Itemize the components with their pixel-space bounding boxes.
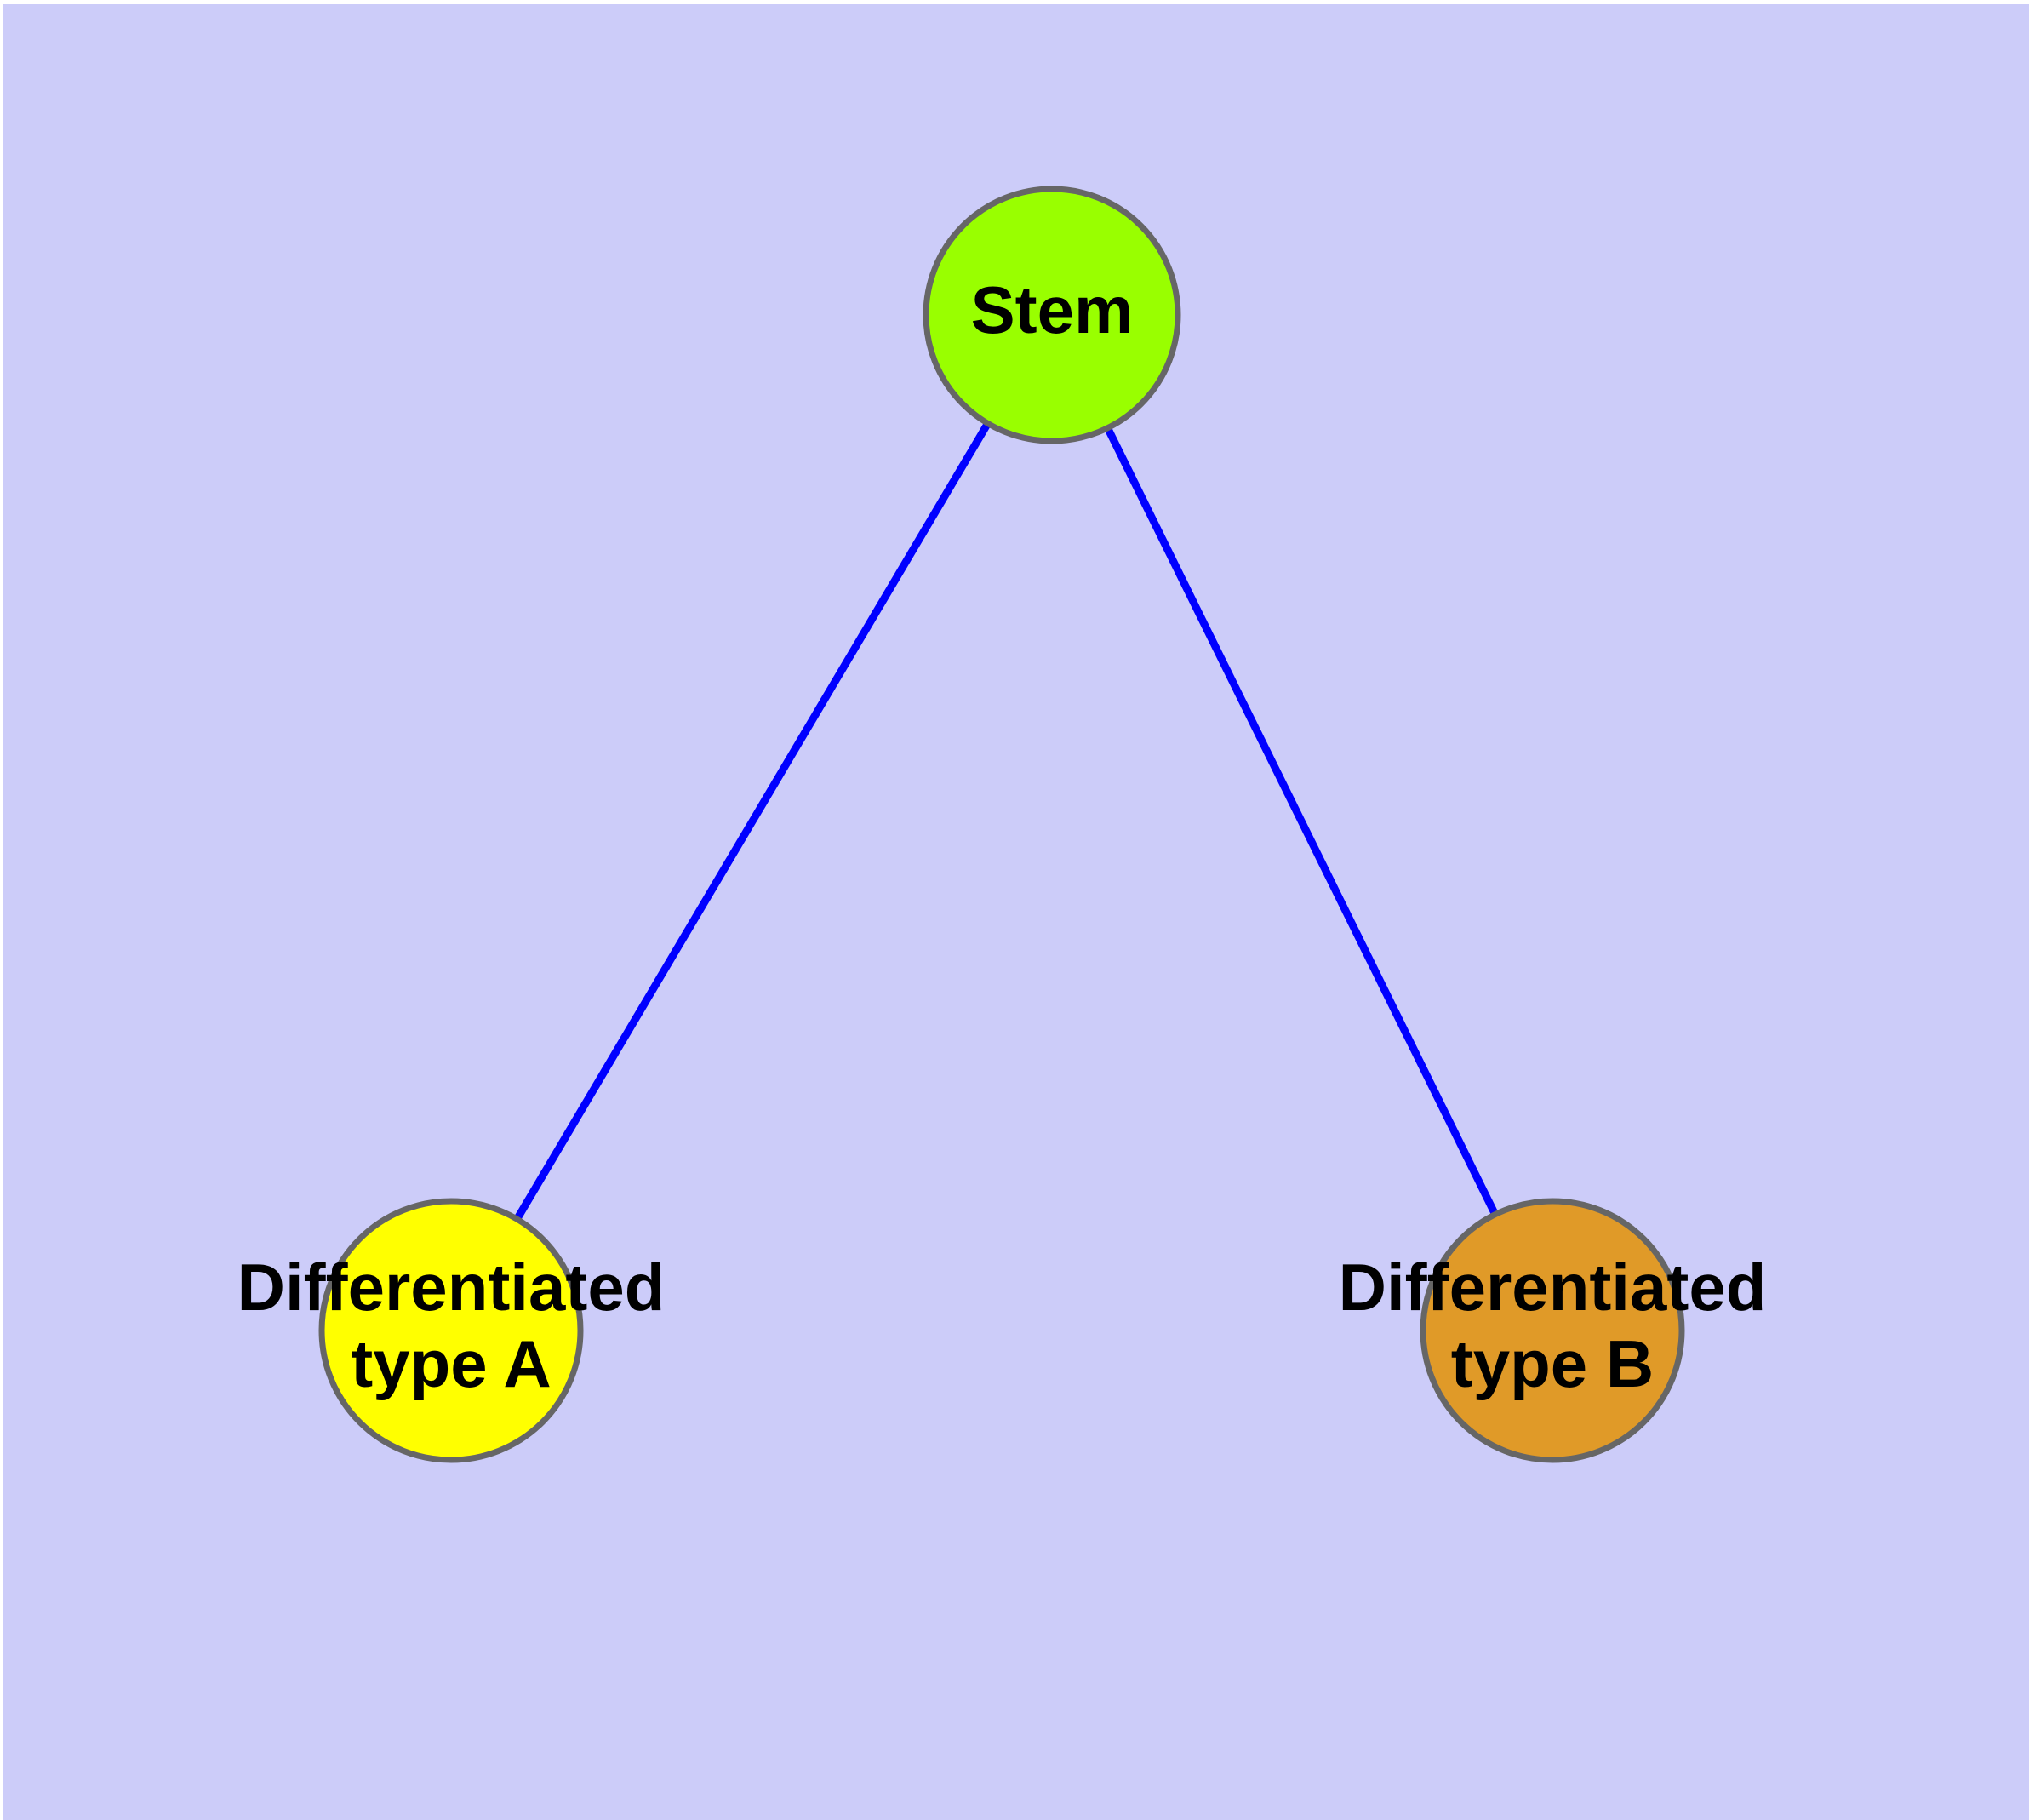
label-line: Stem	[971, 272, 1134, 347]
edge-layer	[448, 312, 1557, 1333]
node-differentiated-type-b-circle[interactable]	[1420, 1198, 1685, 1463]
node-differentiated-type-a-circle[interactable]	[318, 1198, 584, 1463]
label-line: Differentiated	[1339, 1249, 1767, 1324]
edge-stem-to-differentiated-type-a[interactable]	[448, 312, 1055, 1333]
node-differentiated-type-b[interactable]	[1420, 1198, 1685, 1463]
node-differentiated-type-a[interactable]	[318, 1198, 584, 1463]
label-line: type B	[1451, 1326, 1654, 1401]
edge-stem-to-differentiated-type-b[interactable]	[1048, 313, 1557, 1332]
node-stem[interactable]	[923, 186, 1181, 444]
label-line: Differentiated	[237, 1249, 666, 1324]
node-stem-label: Stem	[971, 272, 1134, 347]
node-layer	[318, 186, 1685, 1463]
node-stem-circle[interactable]	[923, 186, 1181, 444]
label-line: type A	[351, 1326, 552, 1401]
